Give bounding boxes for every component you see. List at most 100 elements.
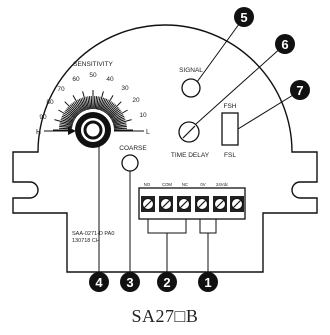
scale-tick (59, 122, 73, 127)
time-delay-label: TIME DELAY (171, 152, 210, 159)
leader-5 (196, 19, 243, 83)
scale-number-80: 80 (46, 99, 54, 106)
coarse-potentiometer[interactable] (121, 154, 139, 172)
low-label: L (146, 129, 150, 136)
terminal-label-nc: NC (182, 182, 188, 187)
screw-slot-icon (233, 200, 241, 208)
scale-tick (113, 122, 127, 127)
scale-tick (82, 97, 87, 111)
scale-tick (113, 124, 127, 128)
scale-tick (69, 104, 80, 115)
scale-number-10: 10 (139, 112, 147, 119)
scale-tick (59, 124, 73, 128)
svg-text:6: 6 (281, 37, 288, 52)
callout-2: 2 (157, 272, 177, 292)
scale-number-20: 20 (132, 97, 140, 104)
scale-tick (87, 96, 91, 110)
scale-tick (95, 96, 99, 110)
svg-text:7: 7 (296, 83, 303, 98)
fsl-label: FSL (224, 152, 236, 159)
terminal-label-24vdc: 24Vdc (216, 182, 229, 187)
scale-tick (113, 125, 127, 129)
callout-6: 6 (275, 34, 295, 54)
terminal-block-body (138, 187, 246, 220)
scale-tick (93, 95, 96, 110)
scale-tick (107, 101, 122, 116)
scale-tick (82, 91, 89, 110)
scale-tick (100, 98, 106, 111)
scale-tick (77, 99, 84, 112)
sensitivity-scale-numbers: 90 80 70 60 50 40 30 20 10 (39, 72, 147, 121)
terminal-labels: NO COM NC 0V 24Vdc (144, 182, 229, 187)
scale-tick (105, 103, 115, 115)
screw-slot-icon (198, 200, 206, 208)
scale-tick (88, 96, 92, 110)
leader-6 (195, 45, 284, 125)
scale-tick (112, 119, 126, 124)
coarse-label: COARSE (119, 145, 147, 152)
terminal-label-com: COM (162, 182, 172, 187)
screw-slot-icon (180, 200, 188, 208)
scale-tick (104, 102, 114, 114)
scale-number-60: 60 (72, 76, 80, 83)
callout-1: 1 (198, 272, 218, 292)
housing-outline (12, 24, 318, 273)
scale-tick (62, 114, 75, 121)
scale-tick (111, 114, 124, 121)
scale-tick (72, 102, 82, 114)
time-delay-pointer (182, 125, 196, 139)
svg-text:3: 3 (126, 275, 133, 290)
scale-tick (110, 109, 128, 120)
terminal-label-0v: 0V (200, 182, 205, 187)
callout-4: 4 (89, 272, 109, 292)
scale-tick (67, 106, 78, 117)
signal-led (181, 78, 201, 98)
sensitivity-knob-center (83, 120, 103, 140)
sensitivity-scale-ticks (53, 90, 133, 131)
scale-number-30: 30 (121, 85, 129, 92)
scale-tick (99, 97, 104, 111)
scale-tick (94, 96, 98, 110)
screw-slot-icon (216, 200, 224, 208)
scale-number-70: 70 (57, 86, 65, 93)
scale-tick (61, 117, 74, 123)
fail-safe-switch[interactable] (221, 112, 239, 146)
terminal-block (138, 187, 246, 220)
scale-tick (96, 96, 101, 110)
callout-3: 3 (120, 272, 140, 292)
scale-tick (80, 98, 86, 111)
scale-tick (106, 104, 117, 115)
scale-tick (110, 111, 122, 120)
callouts: 1 2 3 4 5 6 7 (89, 7, 310, 292)
scale-tick (109, 109, 121, 119)
model-caption: SA27□B (131, 306, 199, 326)
scale-tick (85, 96, 90, 110)
svg-text:1: 1 (204, 275, 211, 290)
model-number: SAA-0271-D PA0 (72, 231, 114, 237)
scale-tick (59, 125, 73, 129)
scale-tick (58, 109, 76, 120)
svg-text:4: 4 (95, 275, 103, 290)
scale-tick (101, 98, 108, 112)
scale-tick (113, 119, 132, 126)
scale-tick (64, 111, 76, 120)
scale-tick (71, 103, 81, 115)
callout-5: 5 (234, 7, 254, 27)
scale-tick (108, 108, 120, 118)
screw-slot-icon (144, 200, 152, 208)
sensitivity-label: SENSITIVITY (73, 61, 113, 68)
scale-tick (74, 101, 83, 113)
scale-tick (108, 106, 119, 117)
callout-7: 7 (290, 80, 310, 100)
high-arrow-head (68, 127, 76, 135)
signal-label: SIGNAL (179, 67, 203, 74)
scale-tick (111, 115, 125, 122)
scale-number-90: 90 (39, 114, 47, 121)
scale-number-40: 40 (106, 76, 114, 83)
scale-tick (103, 95, 114, 113)
scale-tick (60, 119, 74, 124)
scale-tick (54, 119, 73, 126)
terminal-brackets (98, 19, 299, 272)
scale-tick (113, 127, 128, 130)
scale-tick (90, 95, 93, 110)
